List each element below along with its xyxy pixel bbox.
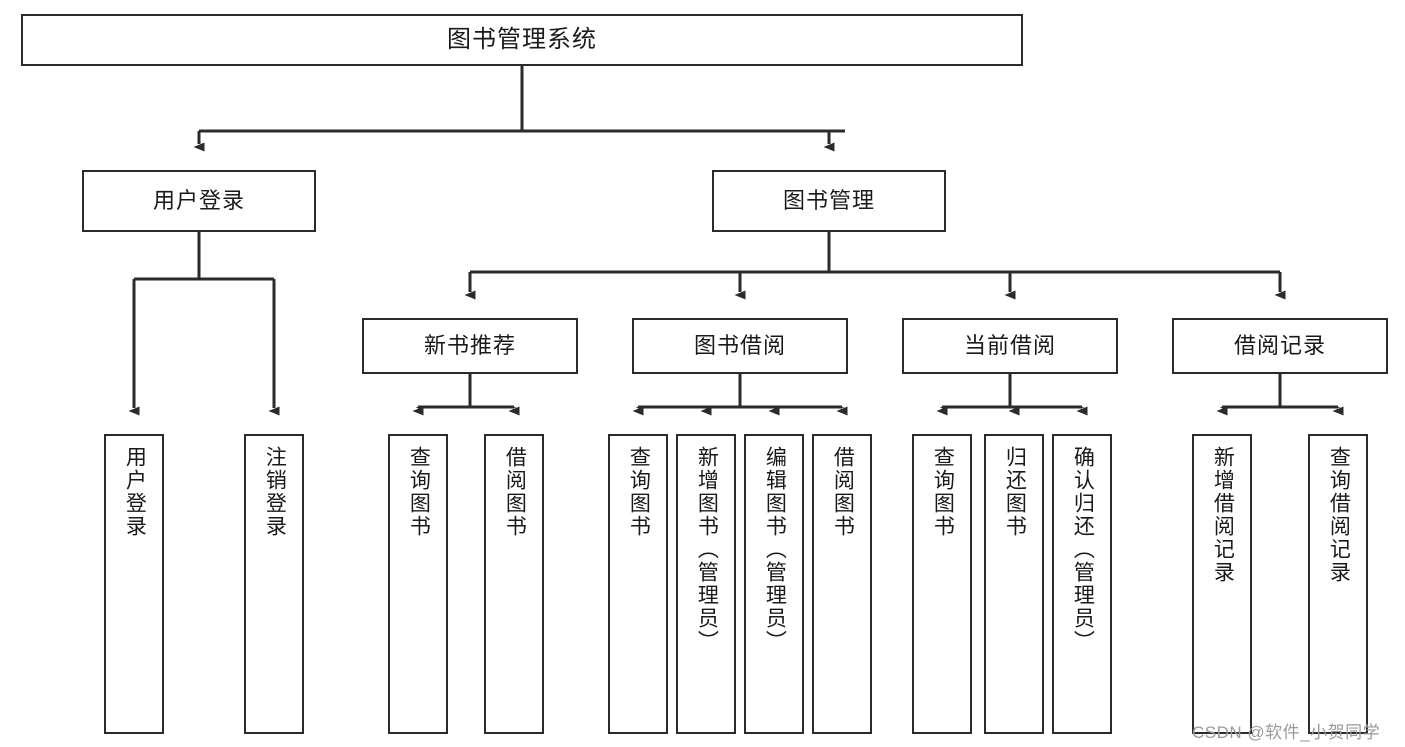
node-leaf-user-logout-label: 注销登录 xyxy=(263,446,287,538)
node-leaf-add-record-label: 新增借阅记录 xyxy=(1211,446,1235,584)
node-book-borrow[interactable]: 图书借阅 xyxy=(632,318,848,374)
node-leaf-return-book[interactable]: 归还图书 xyxy=(984,434,1044,734)
node-current-borrow[interactable]: 当前借阅 xyxy=(902,318,1118,374)
node-leaf-query-book-rec-label: 查询图书 xyxy=(407,446,431,538)
node-book-manage-label: 图书管理 xyxy=(782,187,875,213)
node-leaf-add-book[interactable]: 新增图书（管理员） xyxy=(676,434,736,734)
node-leaf-return-book-label: 归还图书 xyxy=(1003,446,1027,538)
node-book-borrow-label: 图书借阅 xyxy=(693,332,786,358)
node-leaf-query-book-borrow-label: 查询图书 xyxy=(627,446,651,538)
node-leaf-borrow-book-label: 借阅图书 xyxy=(831,446,855,538)
node-leaf-query-book-current-label: 查询图书 xyxy=(931,446,955,538)
node-root-label: 图书管理系统 xyxy=(447,25,597,53)
node-book-manage[interactable]: 图书管理 xyxy=(712,170,946,232)
node-current-borrow-label: 当前借阅 xyxy=(963,332,1056,358)
node-leaf-borrow-book-rec-label: 借阅图书 xyxy=(503,446,527,538)
node-leaf-query-book-rec[interactable]: 查询图书 xyxy=(388,434,448,734)
node-leaf-user-login-label: 用户登录 xyxy=(123,446,147,538)
node-user-login[interactable]: 用户登录 xyxy=(82,170,316,232)
csdn-watermark: CSDN @软件_小贺同学 xyxy=(1192,723,1381,742)
node-leaf-add-record[interactable]: 新增借阅记录 xyxy=(1192,434,1252,734)
node-leaf-query-record-label: 查询借阅记录 xyxy=(1327,446,1351,584)
node-borrow-record[interactable]: 借阅记录 xyxy=(1172,318,1388,374)
node-leaf-edit-book-label: 编辑图书（管理员） xyxy=(763,446,787,653)
node-user-login-label: 用户登录 xyxy=(152,187,245,213)
node-leaf-borrow-book[interactable]: 借阅图书 xyxy=(812,434,872,734)
node-leaf-user-logout[interactable]: 注销登录 xyxy=(244,434,304,734)
node-leaf-query-book-borrow[interactable]: 查询图书 xyxy=(608,434,668,734)
node-new-book-rec-label: 新书推荐 xyxy=(423,332,516,358)
node-leaf-add-book-label: 新增图书（管理员） xyxy=(695,446,719,653)
node-leaf-query-record[interactable]: 查询借阅记录 xyxy=(1308,434,1368,734)
node-root[interactable]: 图书管理系统 xyxy=(21,14,1023,66)
node-leaf-borrow-book-rec[interactable]: 借阅图书 xyxy=(484,434,544,734)
node-leaf-query-book-current[interactable]: 查询图书 xyxy=(912,434,972,734)
node-leaf-confirm-return[interactable]: 确认归还（管理员） xyxy=(1052,434,1112,734)
node-leaf-edit-book[interactable]: 编辑图书（管理员） xyxy=(744,434,804,734)
node-leaf-user-login[interactable]: 用户登录 xyxy=(104,434,164,734)
node-new-book-rec[interactable]: 新书推荐 xyxy=(362,318,578,374)
node-leaf-confirm-return-label: 确认归还（管理员） xyxy=(1071,446,1095,653)
node-borrow-record-label: 借阅记录 xyxy=(1233,332,1326,358)
